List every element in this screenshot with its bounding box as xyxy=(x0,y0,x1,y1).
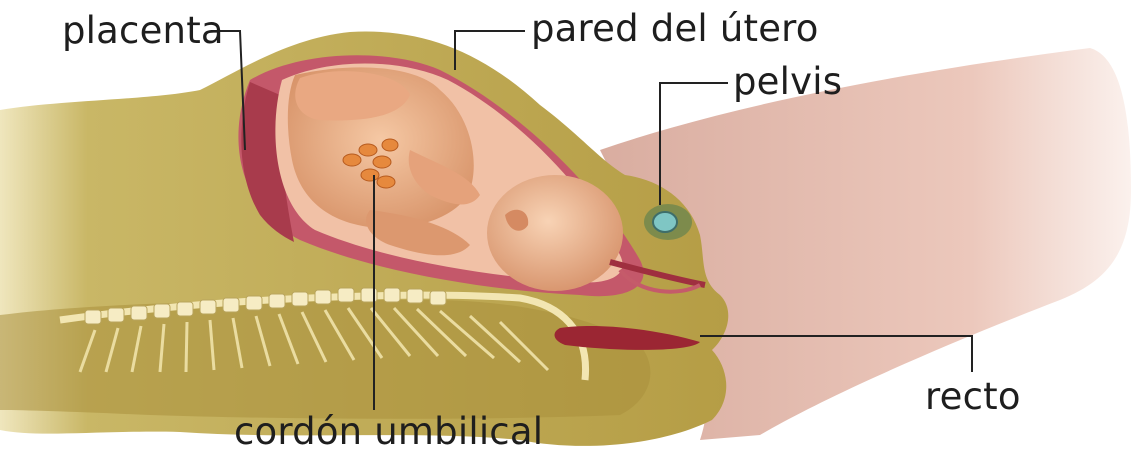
label-uterus-wall: pared del útero xyxy=(531,10,819,47)
label-umbilical-cord: cordón umbilical xyxy=(234,413,543,450)
pelvis-joint xyxy=(653,212,677,232)
label-rectum: recto xyxy=(925,378,1021,415)
fetus-head xyxy=(487,175,623,291)
label-pelvis: pelvis xyxy=(733,63,842,100)
label-placenta: placenta xyxy=(62,12,224,49)
